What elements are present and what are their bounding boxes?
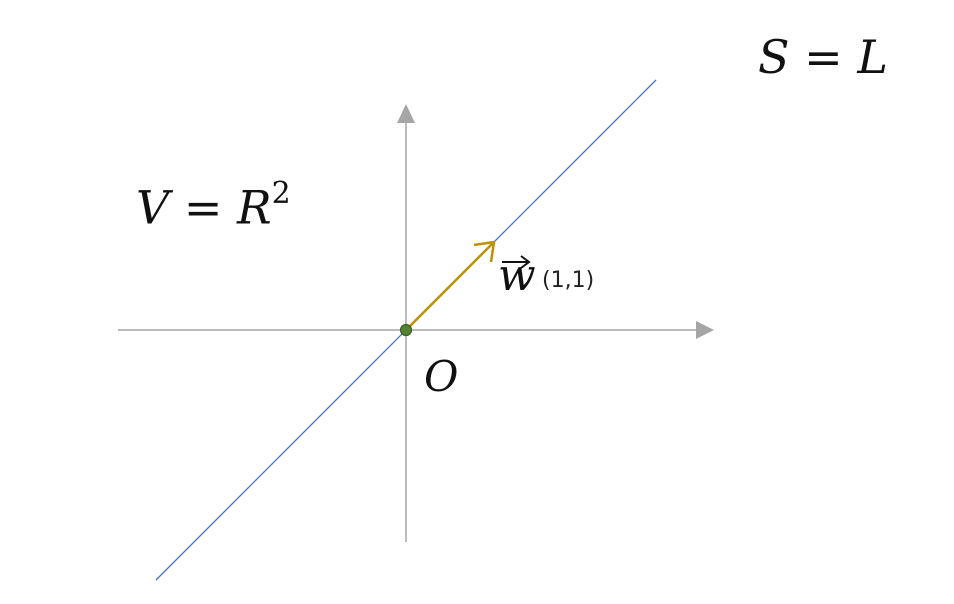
space-equals-sign: =: [183, 180, 223, 235]
space-v-symbol: V: [136, 180, 170, 235]
vector-w-arrowhead: [473, 240, 496, 263]
subspace-l-symbol: L: [857, 30, 888, 84]
space-r-symbol: R: [237, 180, 272, 235]
vector-arrow-accent-icon: [502, 255, 531, 269]
vector-w-shaft: [405, 242, 494, 331]
subspace-equals-sign: =: [804, 30, 843, 84]
y-axis-arrowhead: [397, 104, 415, 123]
vector-w-label: w: [498, 250, 536, 301]
subspace-label: S = L: [758, 30, 888, 84]
origin-point: [399, 323, 413, 337]
vector-space-label: V = R2: [136, 176, 291, 235]
vector-w-coordinates: (1,1): [542, 268, 595, 293]
space-exponent: 2: [271, 176, 291, 211]
subspace-s-symbol: S: [758, 30, 790, 84]
x-axis-arrowhead: [696, 321, 714, 339]
origin-label: O: [424, 352, 459, 401]
